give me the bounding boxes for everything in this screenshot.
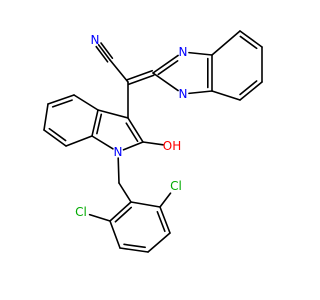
bond-N3-C3a xyxy=(188,90,213,95)
bond-I6-I7-inner xyxy=(48,127,67,142)
atom-label-n2: N xyxy=(179,45,188,59)
bond-I3a-I4 xyxy=(73,94,99,111)
atom-label-cl2: Cl xyxy=(170,179,182,193)
bond-C4-C5 xyxy=(239,81,263,101)
bond-C3a-C4 xyxy=(211,90,241,101)
bond-I2-O1 xyxy=(142,141,164,146)
bond-N1-C1-second xyxy=(95,45,109,63)
bond-C4-C5-inner xyxy=(239,80,258,96)
atom-label-cl1: Cl xyxy=(75,205,87,219)
bond-C3-N2 xyxy=(152,54,179,74)
bond-I3-I3a xyxy=(97,109,129,119)
bond-IN1-I7a xyxy=(91,135,114,150)
bond-I3-I2 xyxy=(127,117,144,143)
bond-B3-B4-inner xyxy=(123,243,146,249)
atom-label-n1: N xyxy=(91,33,100,47)
bond-I5-I6 xyxy=(43,103,49,131)
bond-C3-N3 xyxy=(152,72,179,92)
bond-I4-I5-inner xyxy=(51,99,73,108)
bond-N1-C1-third xyxy=(100,42,114,60)
atom-label-in1: N xyxy=(114,145,123,159)
bond-C6-C7 xyxy=(239,30,263,48)
bond-C2-C3 xyxy=(128,74,155,86)
bond-B6-Cl2 xyxy=(159,192,172,208)
bond-C6-C7-inner xyxy=(239,35,258,50)
bond-I2-IN1 xyxy=(122,141,144,151)
bond-B1-B2 xyxy=(109,201,132,222)
bond-B2-Cl1 xyxy=(88,213,111,222)
atom-label-o1: OH xyxy=(163,139,181,153)
bond-I3a-I7a-inner xyxy=(96,113,103,135)
bond-IN1-CH2 xyxy=(117,157,120,184)
bond-B5-B6 xyxy=(159,206,171,234)
bond-I3a-I7a xyxy=(91,109,99,137)
bond-N1-C1 xyxy=(97,43,111,61)
bond-C7-C7a xyxy=(211,30,241,56)
bond-I4-I5 xyxy=(47,94,75,105)
bond-B6-B1 xyxy=(130,201,161,208)
atom-label-n3: N xyxy=(179,87,188,101)
bond-C2-C3-second xyxy=(126,69,153,81)
bond-B5-B6-inner xyxy=(156,210,166,233)
bonds-layer xyxy=(43,30,263,253)
bond-B4-B5 xyxy=(147,232,171,253)
bond-I7-I7a xyxy=(65,135,93,147)
bond-C3-N2-inner xyxy=(157,60,179,76)
bond-N2-C7a xyxy=(188,51,213,56)
bond-B1-B2-inner xyxy=(114,206,133,223)
bond-B3-B4 xyxy=(119,247,149,253)
bond-I6-I7 xyxy=(43,129,67,147)
bond-B2-B3 xyxy=(109,220,121,249)
bond-CH2-B1 xyxy=(118,182,132,203)
bond-I3-I2-inner xyxy=(125,122,139,143)
bond-C1-C2 xyxy=(109,59,129,83)
